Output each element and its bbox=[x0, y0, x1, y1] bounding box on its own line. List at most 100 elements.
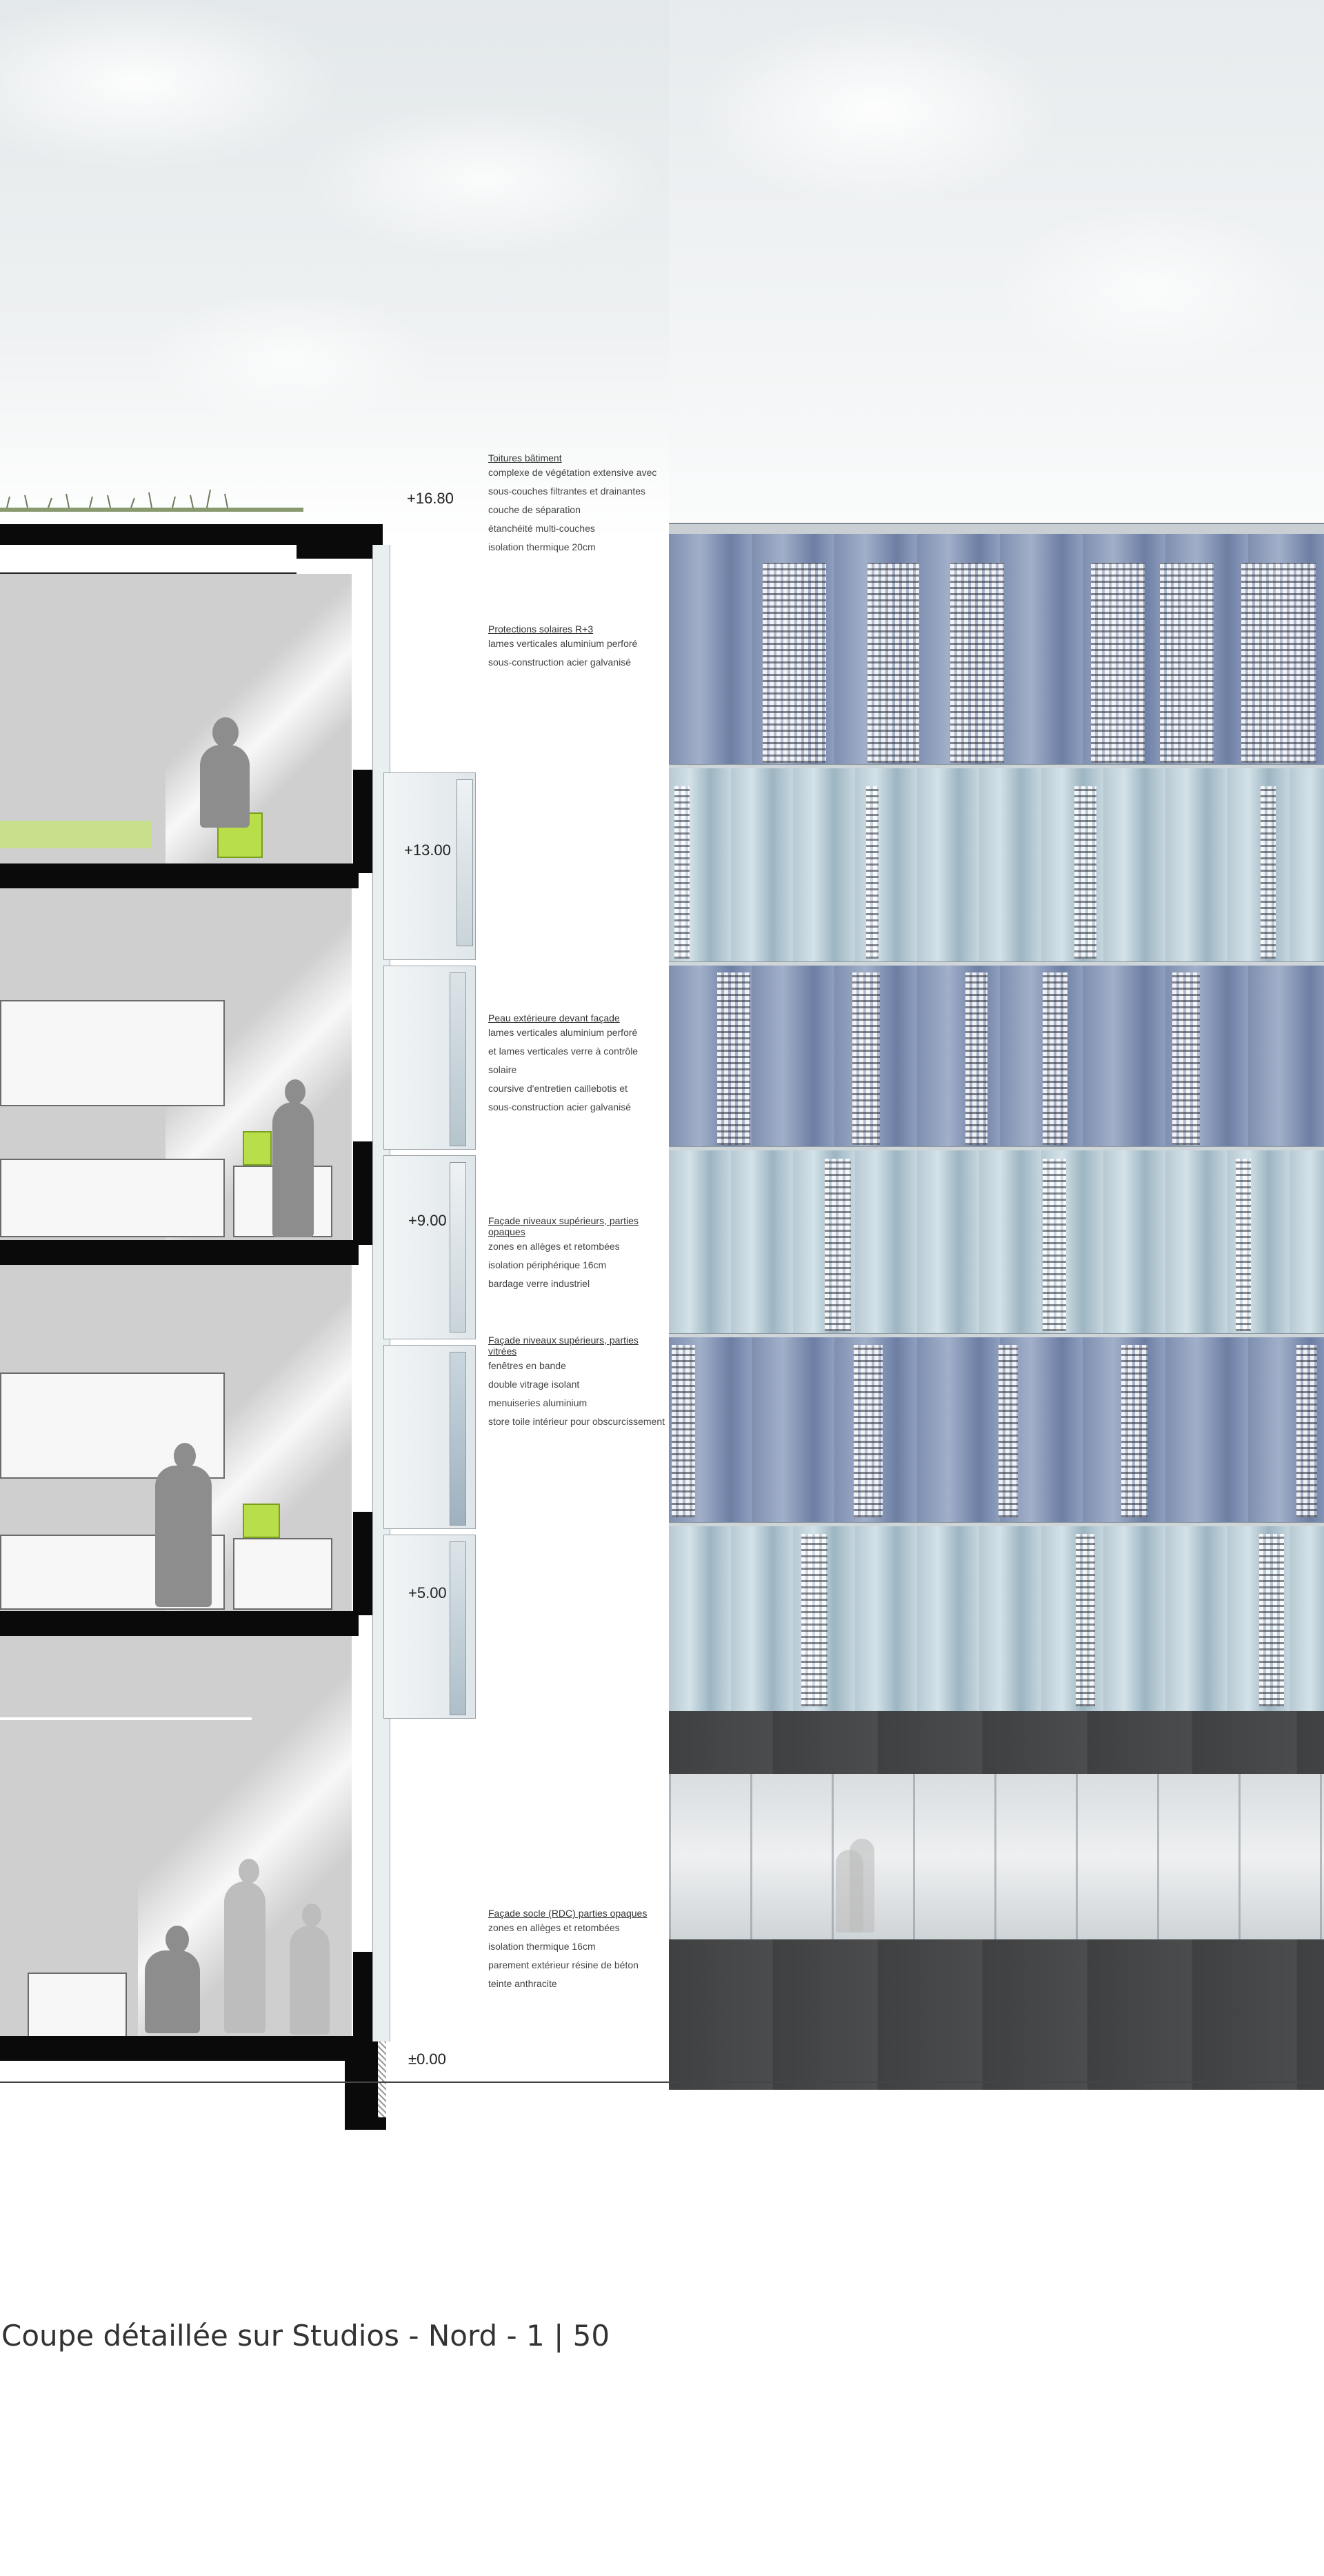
person-standing-head-3 bbox=[285, 1079, 305, 1104]
perforated-panel bbox=[1091, 563, 1145, 763]
perforated-panel bbox=[672, 1345, 695, 1517]
facade-band-level-1 bbox=[669, 1526, 1324, 1711]
note-peau-title: Peau extérieure devant façade bbox=[488, 1012, 620, 1024]
note-peau-line: coursive d'entretien caillebotis et bbox=[488, 1083, 628, 1094]
facade-elevation bbox=[0, 523, 1324, 2090]
sky-background-facade bbox=[669, 0, 1324, 524]
person-standing-2 bbox=[155, 1466, 212, 1607]
person-seated-body bbox=[200, 745, 250, 828]
facade-band-level-3b bbox=[669, 768, 1324, 961]
perforated-panel bbox=[1160, 563, 1214, 763]
note-toiture-line: isolation thermique 20cm bbox=[488, 541, 596, 552]
perforated-panel bbox=[1076, 1534, 1095, 1706]
note-vitrees-title: Façade niveaux supérieurs, parties vitré… bbox=[488, 1335, 639, 1357]
note-protections-line: sous-construction acier galvanisé bbox=[488, 657, 631, 668]
note-peau-line: sous-construction acier galvanisé bbox=[488, 1101, 631, 1112]
facade-column-2 bbox=[353, 1512, 374, 1615]
section-drawing: +16.80 +13.00 +9.00 +5.00 ±0.00 Toitures… bbox=[0, 452, 669, 2207]
perforated-panel bbox=[1259, 1534, 1284, 1706]
level-1300: +13.00 bbox=[404, 841, 451, 859]
note-opaques-line: bardage verre industriel bbox=[488, 1278, 590, 1289]
person-seated-head-ground bbox=[166, 1926, 189, 1953]
note-socle-line: zones en allèges et retombées bbox=[488, 1922, 620, 1933]
louver-4 bbox=[450, 1352, 466, 1526]
drawing-caption: Coupe détaillée sur Studios - Nord - 1 |… bbox=[1, 2319, 610, 2353]
louver-3 bbox=[450, 1162, 466, 1332]
note-peau-line: lames verticales aluminium perforé bbox=[488, 1027, 638, 1038]
perforated-panel bbox=[965, 972, 987, 1145]
perforated-panel bbox=[1172, 972, 1200, 1145]
note-socle-line: teinte anthracite bbox=[488, 1978, 557, 1989]
louver-2 bbox=[450, 972, 466, 1146]
ground-floor-person-silhouette bbox=[850, 1839, 874, 1933]
level-1680: +16.80 bbox=[407, 490, 454, 507]
slab-level-2 bbox=[0, 1611, 359, 1636]
note-opaques-line: zones en allèges et retombées bbox=[488, 1241, 620, 1252]
perforated-panel bbox=[825, 1159, 851, 1331]
note-vitrees: Façade niveaux supérieurs, parties vitré… bbox=[488, 1335, 669, 1431]
person-seated-head bbox=[212, 717, 239, 748]
perforated-panel bbox=[852, 972, 880, 1145]
perforated-panel bbox=[801, 1534, 828, 1706]
perforated-panel bbox=[1296, 1345, 1317, 1517]
facade-band-level-2a bbox=[669, 1337, 1324, 1522]
note-socle-line: isolation thermique 16cm bbox=[488, 1941, 596, 1952]
stone-band-upper bbox=[669, 1711, 1324, 1774]
note-socle: Façade socle (RDC) parties opaques zones… bbox=[488, 1908, 668, 1993]
perforated-panel bbox=[1236, 1159, 1251, 1331]
level-500: +5.00 bbox=[408, 1584, 447, 1601]
note-protections: Protections solaires R+3 lames verticale… bbox=[488, 623, 668, 672]
monitor-green-2 bbox=[243, 1504, 280, 1538]
note-toiture-title: Toitures bâtiment bbox=[488, 452, 562, 463]
perforated-panel bbox=[854, 1345, 883, 1517]
person-standing-3 bbox=[272, 1102, 314, 1237]
facade-column-4 bbox=[353, 770, 374, 873]
note-vitrees-line: double vitrage isolant bbox=[488, 1379, 580, 1390]
perforated-panel bbox=[1121, 1345, 1147, 1517]
roof-ceiling bbox=[0, 545, 297, 574]
note-toiture-line: étanchéité multi-couches bbox=[488, 523, 595, 534]
louver-1 bbox=[457, 779, 473, 946]
monitor-green-3 bbox=[243, 1131, 272, 1166]
note-peau: Peau extérieure devant façade lames vert… bbox=[488, 1012, 668, 1117]
note-opaques-line: isolation périphérique 16cm bbox=[488, 1259, 607, 1270]
ceiling-light-line bbox=[0, 1717, 252, 1720]
person-light-head-2 bbox=[302, 1904, 321, 1927]
facade-column-ground bbox=[353, 1952, 374, 2048]
note-vitrees-line: menuiseries aluminium bbox=[488, 1397, 588, 1408]
wall-cabinets-3 bbox=[0, 1000, 225, 1106]
planter-green bbox=[0, 821, 152, 848]
person-light-head-1 bbox=[239, 1859, 259, 1884]
person-standing-head-2 bbox=[174, 1443, 196, 1469]
slab-level-4 bbox=[0, 863, 359, 888]
note-toiture: Toitures bâtiment complexe de végétation… bbox=[488, 452, 668, 557]
perforated-panel bbox=[1261, 786, 1276, 959]
perforated-panel bbox=[1043, 1159, 1066, 1331]
perforated-panel bbox=[866, 786, 879, 959]
person-light-2 bbox=[290, 1926, 330, 2035]
facade-column-3 bbox=[353, 1141, 374, 1245]
slab-ground bbox=[0, 2036, 383, 2061]
note-peau-line: et lames verticales verre à contrôle sol… bbox=[488, 1046, 639, 1075]
reception-desk bbox=[28, 1973, 127, 2037]
note-toiture-line: couche de séparation bbox=[488, 504, 581, 515]
slab-level-3 bbox=[0, 1240, 359, 1265]
perforated-panel bbox=[717, 972, 750, 1145]
note-opaques: Façade niveaux supérieurs, parties opaqu… bbox=[488, 1215, 669, 1293]
perforated-panel bbox=[867, 563, 919, 763]
facade-band-level-3a bbox=[669, 966, 1324, 1146]
facade-band-level-2b bbox=[669, 1150, 1324, 1333]
roof-parapet bbox=[297, 524, 383, 559]
level-900: +9.00 bbox=[408, 1212, 447, 1229]
louver-5 bbox=[450, 1541, 466, 1715]
foundation-insulation bbox=[378, 2041, 386, 2117]
base-cabinets-3 bbox=[0, 1159, 225, 1237]
note-opaques-title: Façade niveaux supérieurs, parties opaqu… bbox=[488, 1215, 639, 1237]
perforated-panel bbox=[1074, 786, 1096, 959]
sky-background-section bbox=[0, 0, 669, 538]
perforated-panel bbox=[763, 563, 826, 763]
desk-2 bbox=[233, 1538, 332, 1610]
note-vitrees-line: fenêtres en bande bbox=[488, 1360, 566, 1371]
perforated-panel bbox=[1043, 972, 1067, 1145]
ground-line bbox=[0, 2081, 1324, 2083]
